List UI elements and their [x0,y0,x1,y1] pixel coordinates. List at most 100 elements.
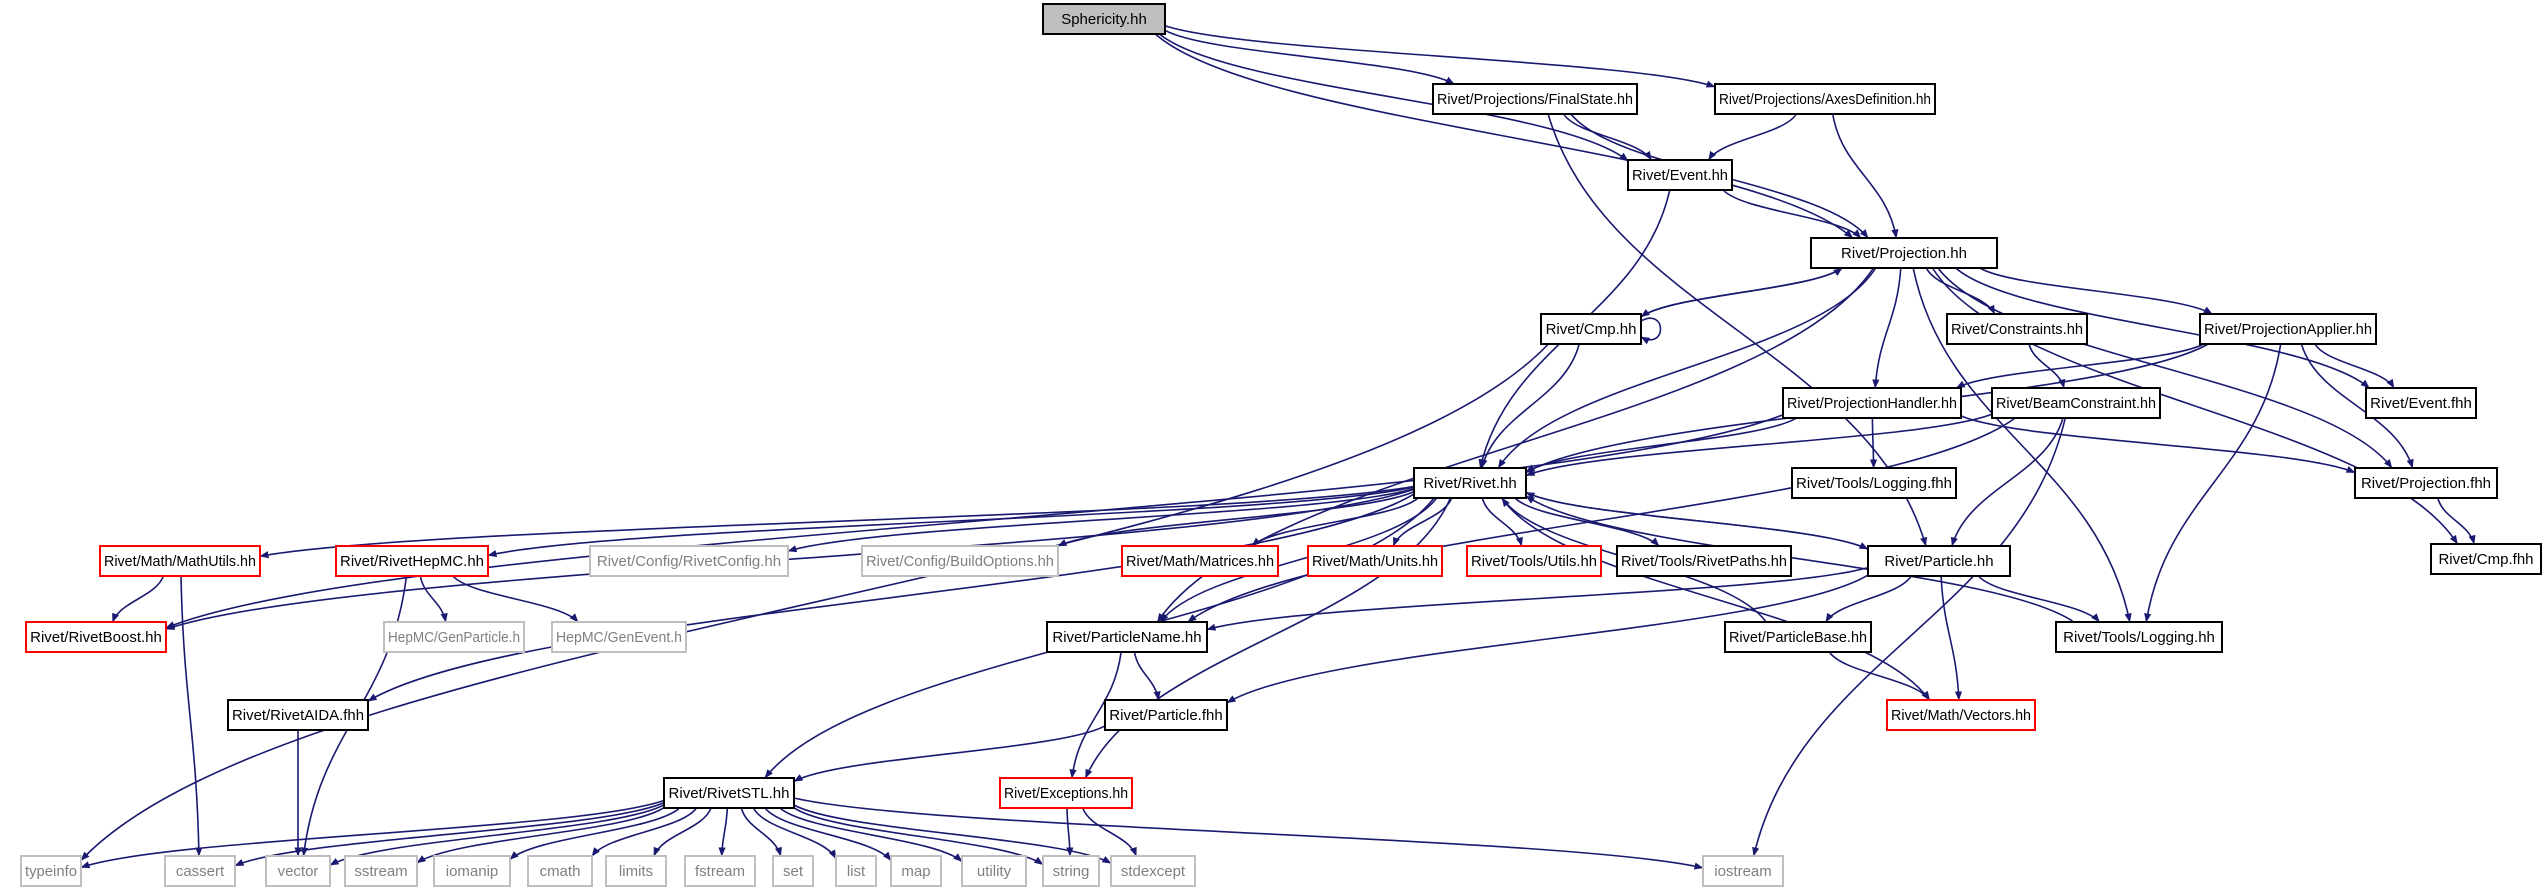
edge-projection-to-projhandler [1872,267,1902,389]
node-cassert[interactable]: cassert [164,855,236,887]
node-box [1413,467,1527,499]
edge-rivetstl-to-limits [653,807,712,857]
node-box [344,855,418,887]
edge-projhandler-to-projfhh [1960,415,2356,474]
node-logginghh[interactable]: Rivet/Tools/Logging.hh [2055,621,2223,653]
edge-projection-to-eventfhh [1955,267,2370,389]
edge-particlefhh-to-rivetstl [793,725,1106,783]
node-typeinfo[interactable]: typeinfo [20,855,82,887]
node-sstream[interactable]: sstream [344,855,418,887]
node-loggingfhh[interactable]: Rivet/Tools/Logging.fhh [1791,467,1957,499]
node-box [861,545,1059,577]
node-map[interactable]: map [890,855,942,887]
edge-rivethh-to-buildoptions [1057,490,1415,547]
node-label: Rivet/Tools/Logging.hh [2063,629,2215,646]
node-label: limits [619,863,653,880]
node-fstream[interactable]: fstream [684,855,756,887]
node-buildoptions[interactable]: Rivet/Config/BuildOptions.hh [861,545,1059,577]
node-cmphh[interactable]: Rivet/Cmp.hh [1540,313,1642,345]
edge-rivetstl-to-fstream [718,807,729,857]
node-utility[interactable]: utility [961,855,1027,887]
node-rivetboost[interactable]: Rivet/RivetBoost.hh [25,621,167,653]
node-units[interactable]: Rivet/Math/Units.hh [1307,545,1443,577]
node-vector[interactable]: vector [265,855,331,887]
node-rivetstl[interactable]: Rivet/RivetSTL.hh [663,777,795,809]
node-projapplier[interactable]: Rivet/ProjectionApplier.hh [2199,313,2377,345]
node-box [1702,855,1784,887]
node-particlehh[interactable]: Rivet/Particle.hh [1867,545,2011,577]
node-projection[interactable]: Rivet/Projection.hh [1810,237,1998,269]
node-mathutils[interactable]: Rivet/Math/MathUtils.hh [99,545,261,577]
node-axesdef[interactable]: Rivet/Projections/AxesDefinition.hh [1714,83,1936,115]
node-eventfhh[interactable]: Rivet/Event.fhh [2365,387,2477,419]
node-rivetconfig[interactable]: Rivet/Config/RivetConfig.hh [589,545,789,577]
edge-particlehh-to-rivethh [1525,491,1869,550]
node-limits[interactable]: limits [605,855,667,887]
node-string[interactable]: string [1042,855,1100,887]
node-label: string [1053,863,1090,880]
node-sphericity[interactable]: Sphericity.hh [1042,3,1166,35]
node-box [164,855,236,887]
node-label: Rivet/Particle.hh [1884,553,1993,570]
edge-rivethh-to-particlename [1159,497,1438,623]
node-projhandler[interactable]: Rivet/ProjectionHandler.hh [1782,387,1962,419]
edge-rivethh-to-rivetboost [165,488,1415,630]
node-cmath[interactable]: cmath [527,855,593,887]
node-box [2365,387,2477,419]
node-particlename[interactable]: Rivet/ParticleName.hh [1046,621,1208,653]
node-hepmc[interactable]: Rivet/RivetHepMC.hh [335,545,489,577]
node-box [1042,855,1100,887]
node-stdexcept[interactable]: stdexcept [1110,855,1196,887]
node-toolsutils[interactable]: Rivet/Tools/Utils.hh [1466,545,1602,577]
node-box [589,545,789,577]
node-projfhh[interactable]: Rivet/Projection.fhh [2354,467,2498,499]
node-label: Rivet/Event.fhh [2370,395,2472,412]
node-label: iostream [1714,863,1772,880]
node-label: utility [977,863,1012,880]
node-particlefhh[interactable]: Rivet/Particle.fhh [1104,699,1228,731]
node-beamconstraint[interactable]: Rivet/BeamConstraint.hh [1991,387,2161,419]
node-label: Rivet/RivetSTL.hh [669,785,790,802]
edge-beamconstraint-to-rivethh [1525,413,1993,477]
node-label: Rivet/Projections/AxesDefinition.hh [1719,91,1931,108]
node-label: Rivet/BeamConstraint.hh [1996,395,2156,412]
node-box [1714,83,1936,115]
node-rivetpaths[interactable]: Rivet/Tools/RivetPaths.hh [1616,545,1792,577]
node-box [99,545,261,577]
node-set[interactable]: set [772,855,814,887]
node-list[interactable]: list [835,855,877,887]
node-rivetaida[interactable]: Rivet/RivetAIDA.fhh [227,699,369,731]
node-genparticle[interactable]: HepMC/GenParticle.h [383,621,525,653]
node-vectors[interactable]: Rivet/Math/Vectors.hh [1886,699,2036,731]
node-genevent[interactable]: HepMC/GenEvent.h [551,621,687,653]
node-matrices[interactable]: Rivet/Math/Matrices.hh [1121,545,1279,577]
node-constraints[interactable]: Rivet/Constraints.hh [1946,313,2088,345]
node-eventhh[interactable]: Rivet/Event.hh [1627,159,1733,191]
node-label: Rivet/Math/Vectors.hh [1891,707,2031,724]
node-iostream[interactable]: iostream [1702,855,1784,887]
node-label: Rivet/Config/RivetConfig.hh [597,553,781,570]
node-iomanip[interactable]: iomanip [433,855,511,887]
node-cmpfhh[interactable]: Rivet/Cmp.fhh [2430,543,2542,575]
node-particlebase[interactable]: Rivet/ParticleBase.hh [1724,621,1872,653]
node-label: Sphericity.hh [1061,11,1147,28]
node-label: Rivet/Projection.hh [1841,245,1967,262]
edge-projapplier-to-projfhh [2300,343,2414,469]
node-label: Rivet/Config/BuildOptions.hh [866,553,1054,570]
edge-projection-to-logginghh [1912,267,2132,623]
edge-axesdef-to-projection [1831,113,1899,239]
node-box [1432,83,1638,115]
edge-projection-to-projapplier [1979,267,2213,315]
node-rivethh[interactable]: Rivet/Rivet.hh [1413,467,1527,499]
node-label: stdexcept [1121,863,1186,880]
node-label: HepMC/GenParticle.h [388,629,520,646]
node-exceptions[interactable]: Rivet/Exceptions.hh [999,777,1133,809]
node-box [527,855,593,887]
node-label: iomanip [446,863,499,880]
node-finalstate[interactable]: Rivet/Projections/FinalState.hh [1432,83,1638,115]
node-label: cassert [176,863,225,880]
edge-rivethh-to-vectors [1501,497,1930,701]
edge-projapplier-to-eventfhh [2314,343,2395,389]
node-label: Rivet/Event.hh [1632,167,1728,184]
node-label: Rivet/ParticleBase.hh [1729,629,1867,646]
